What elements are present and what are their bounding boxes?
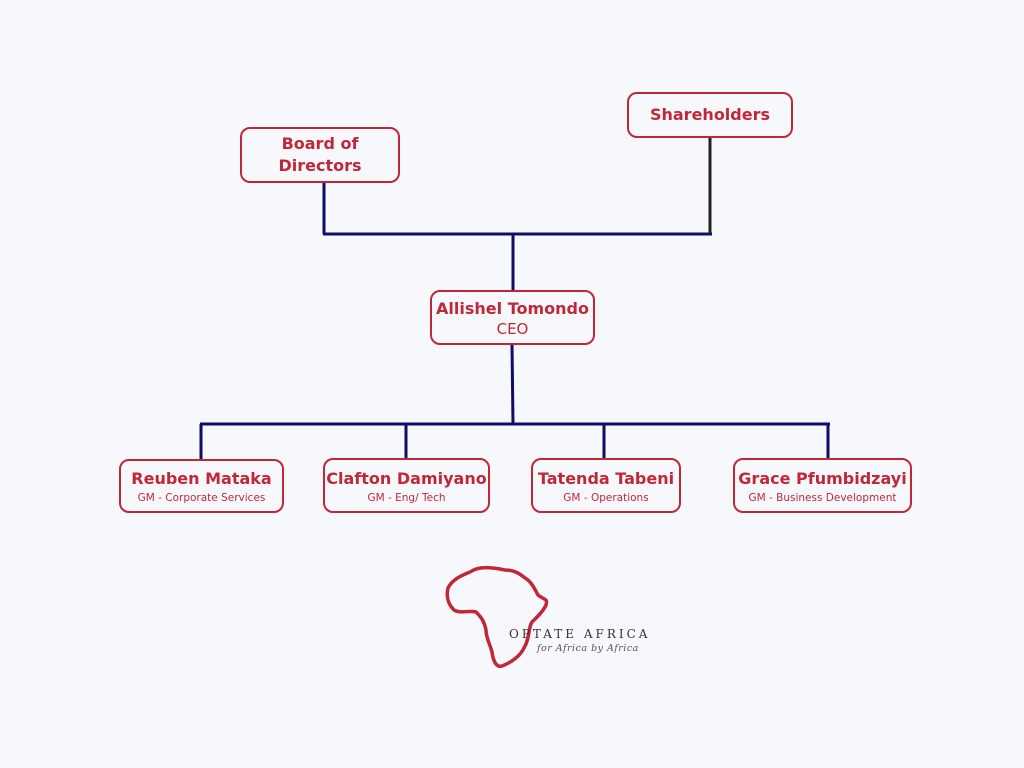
ceo-node[interactable]: Allishel Tomondo CEO [430,290,595,345]
node-role: GM - Corporate Services [137,492,266,504]
manager-node[interactable]: Grace Pfumbidzayi GM - Business Developm… [733,458,912,513]
node-role: GM - Operations [563,491,649,504]
node-role: GM - Eng/ Tech [367,491,446,504]
node-name: Reuben Mataka [131,469,272,488]
node-name: Clafton Damiyano [326,468,487,488]
node-name: Grace Pfumbidzayi [738,468,907,488]
manager-node[interactable]: Clafton Damiyano GM - Eng/ Tech [323,458,490,513]
manager-node[interactable]: Reuben Mataka GM - Corporate Services [119,459,284,513]
shareholders-node[interactable]: Shareholders [627,92,793,138]
node-name: Shareholders [649,105,771,124]
ceo-down-connector [510,343,515,425]
node-role: GM - Business Development [748,491,897,504]
node-name: Board of Directors [278,134,362,175]
node-role: CEO [496,319,529,338]
africa-map-icon [445,565,549,669]
manager-node[interactable]: Tatenda Tabeni GM - Operations [531,458,681,513]
logo-tagline: for Africa by Africa [537,643,639,654]
node-name: Tatenda Tabeni [537,468,675,488]
node-name: Allishel Tomondo [436,298,589,318]
logo-brand: Optate Africa [509,627,651,641]
board-of-directors-node[interactable]: Board of Directors [240,127,400,183]
